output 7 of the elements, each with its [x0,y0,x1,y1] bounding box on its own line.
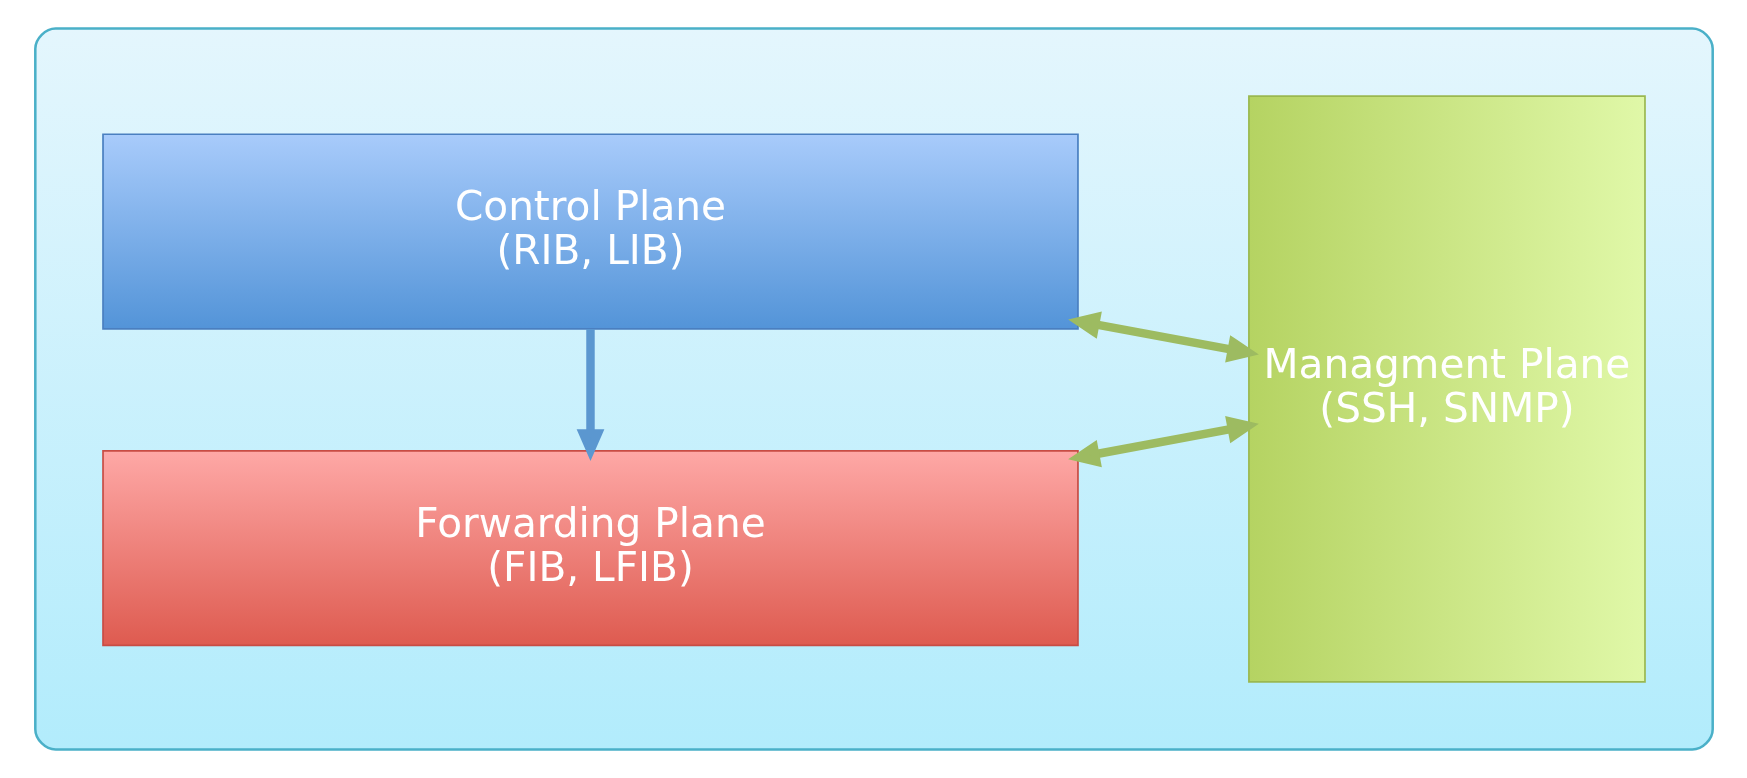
node-box: Managment Plane (SSH, SNMP) [1247,95,1646,683]
arrow [576,329,604,461]
cluster [33,27,1714,751]
arrow [1067,311,1259,363]
node-box: Control Plane (RIB, LIB) [101,133,1079,330]
arrow [1067,415,1259,468]
node-box: Forwarding Plane (FIB, LFIB) [101,449,1079,647]
